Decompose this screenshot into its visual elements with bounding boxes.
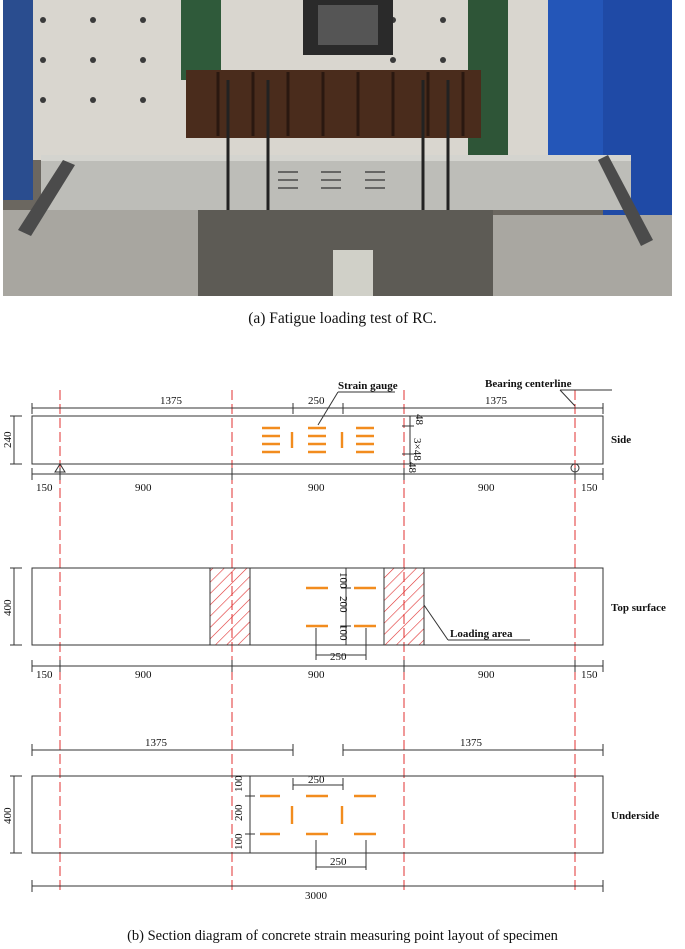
underside-view <box>10 744 604 892</box>
side-label: Side <box>611 434 631 446</box>
dim-900-top-2: 900 <box>308 669 325 681</box>
dim-250-side: 250 <box>308 395 325 407</box>
dim-200-top: 200 <box>337 596 349 613</box>
dim-900-top-3: 900 <box>478 669 495 681</box>
dim-100-under-a: 100 <box>233 775 245 792</box>
top-view <box>10 567 604 672</box>
top-gauges <box>306 586 376 628</box>
dim-1375-under-left: 1375 <box>145 737 168 749</box>
side-view <box>10 389 612 480</box>
dim-3000: 3000 <box>305 890 328 902</box>
strain-layout-diagram: 1375 250 1375 Strain gauge Bearing cente… <box>2 378 666 902</box>
dim-150-top-left: 150 <box>36 669 53 681</box>
dim-900-2: 900 <box>308 482 325 494</box>
dim-250-under-top: 250 <box>308 774 325 786</box>
loading-area-right <box>383 567 425 646</box>
dim-100-top-b: 100 <box>337 624 349 641</box>
dim-3x48: 3×48 <box>411 438 423 461</box>
photo-caption: (a) Fatigue loading test of RC. <box>248 310 437 327</box>
loading-area-left <box>209 567 251 646</box>
dim-48-bottom: 48 <box>406 462 418 474</box>
pin-support-icon <box>54 463 66 473</box>
dim-400-under: 400 <box>2 807 14 824</box>
underside-gauges <box>260 794 376 836</box>
bearing-centerline-label: Bearing centerline <box>485 378 572 390</box>
test-setup-photo <box>3 0 672 296</box>
side-gauges <box>262 426 374 454</box>
dim-100-under-b: 100 <box>233 833 245 850</box>
beam-side <box>31 415 604 465</box>
dim-150-top-right: 150 <box>581 669 598 681</box>
dim-240: 240 <box>2 431 14 448</box>
dim-900-top-1: 900 <box>135 669 152 681</box>
roller-support-icon <box>570 463 580 473</box>
dim-250-under-bottom: 250 <box>330 856 347 868</box>
beam-top <box>31 567 604 646</box>
dim-400-top: 400 <box>2 599 14 616</box>
underside-label: Underside <box>611 810 659 822</box>
dim-150-left: 150 <box>36 482 53 494</box>
dim-900-3: 900 <box>478 482 495 494</box>
strain-gauge-label: Strain gauge <box>338 380 398 392</box>
dim-900-1: 900 <box>135 482 152 494</box>
dim-1375-left: 1375 <box>160 395 183 407</box>
dim-150-right: 150 <box>581 482 598 494</box>
diagram-caption: (b) Section diagram of concrete strain m… <box>127 928 558 944</box>
loading-area-label: Loading area <box>450 628 513 640</box>
dim-250-top: 250 <box>330 651 347 663</box>
dim-1375-right: 1375 <box>485 395 508 407</box>
dim-200-under: 200 <box>233 804 245 821</box>
dim-48-top: 48 <box>413 414 425 426</box>
dim-1375-under-right: 1375 <box>460 737 483 749</box>
beam-underside <box>31 775 604 854</box>
top-surface-label: Top surface <box>611 602 666 614</box>
dim-100-top-a: 100 <box>337 572 349 589</box>
